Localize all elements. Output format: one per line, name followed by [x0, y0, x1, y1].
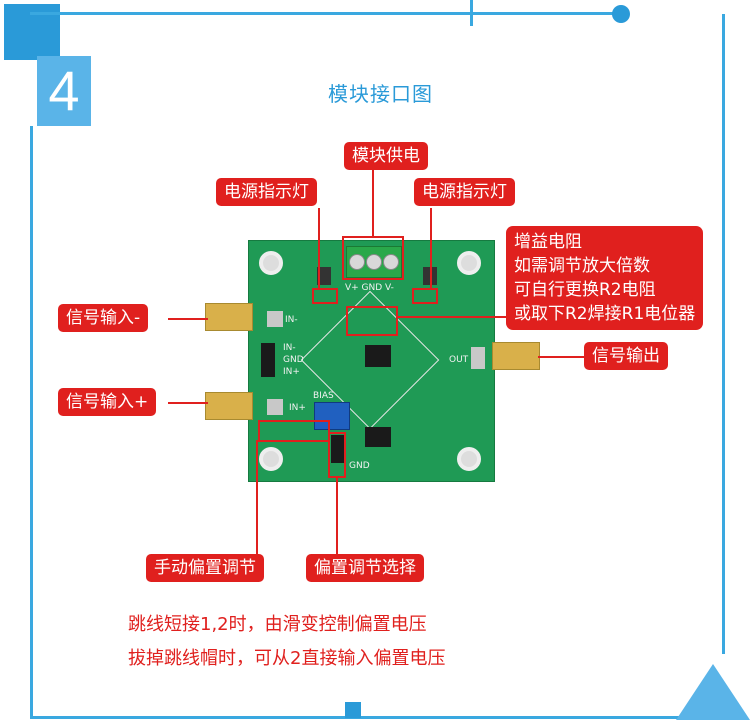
sma-in-plus [205, 392, 253, 420]
frame-top-tick [470, 0, 473, 26]
silk-in-minus: IN- [285, 315, 298, 325]
line-led-left [318, 208, 320, 290]
label-manual-bias: 手动偏置调节 [146, 554, 264, 582]
pin-header-in-plus [267, 399, 283, 415]
label-signal-in-minus: 信号输入- [58, 304, 149, 332]
silk-term: V+ GND V- [345, 283, 394, 293]
mount-hole-tl [259, 251, 283, 275]
line-gain-h [396, 316, 508, 318]
label-module-power: 模块供电 [344, 142, 428, 170]
frame-top-right-line [472, 12, 622, 15]
bias-potentiometer [314, 402, 350, 430]
frame-right-line [722, 14, 725, 654]
mount-hole-bl [259, 447, 283, 471]
silk-out: OUT [449, 355, 469, 365]
box-bias-jumper [328, 432, 346, 478]
label-power-led-right: 电源指示灯 [414, 178, 515, 206]
screw-3 [383, 254, 399, 270]
label-power-led-left: 电源指示灯 [216, 178, 317, 206]
silk-in-minus2: IN- [283, 343, 296, 353]
sma-out [492, 342, 540, 370]
frame-top-line [30, 12, 470, 15]
bottom-square [345, 702, 361, 718]
mount-hole-tr [457, 251, 481, 275]
gain-line-1: 增益电阻 [514, 232, 582, 252]
line-bias-select [336, 476, 338, 554]
silk-in-plus: IN+ [289, 403, 306, 413]
power-terminal [346, 246, 402, 278]
label-signal-in-plus: 信号输入+ [58, 388, 157, 416]
mount-hole-br [457, 447, 481, 471]
jumper-bottom [331, 435, 345, 463]
led-left [317, 267, 331, 285]
box-terminal [342, 236, 404, 280]
box-gain-resistor [346, 306, 398, 336]
note-1: 跳线短接1,2时，由滑变控制偏置电压 [128, 614, 427, 635]
line-led-right [430, 208, 432, 290]
label-signal-out: 信号输出 [584, 342, 668, 370]
screw-2 [366, 254, 382, 270]
jumper-left [261, 343, 275, 377]
line-out [538, 356, 588, 358]
silk-bias: BIAS [313, 391, 334, 401]
screw-1 [349, 254, 365, 270]
silk-gnd2: GND [349, 461, 370, 471]
bias-chip [365, 427, 391, 447]
gain-line-2: 如需调节放大倍数 [514, 256, 650, 276]
label-gain-resistor: 增益电阻 如需调节放大倍数 可自行更换R2电阻 或取下R2焊接R1电位器 [506, 226, 704, 330]
line-power [372, 170, 374, 238]
gain-line-3: 可自行更换R2电阻 [514, 280, 656, 300]
box-bias-pot [258, 420, 330, 442]
box-led-left [312, 288, 338, 304]
opamp-chip [365, 345, 391, 367]
pin-header-out [471, 347, 485, 369]
corner-triangle [676, 664, 750, 720]
pin-header-in-minus [267, 311, 283, 327]
box-led-right [412, 288, 438, 304]
frame-left-line [30, 126, 33, 716]
line-in-minus [168, 318, 208, 320]
page-title: 模块接口图 [328, 82, 433, 106]
line-manual-bias [256, 440, 258, 554]
silk-gnd: GND [283, 355, 304, 365]
top-dot [612, 5, 630, 23]
sma-in-minus [205, 303, 253, 331]
label-bias-select: 偏置调节选择 [306, 554, 424, 582]
silk-in-plus2: IN+ [283, 367, 300, 377]
section-number: 4 [37, 56, 91, 126]
line-in-plus [168, 402, 208, 404]
gain-line-4: 或取下R2焊接R1电位器 [514, 304, 696, 324]
note-2: 拔掉跳线帽时，可从2直接输入偏置电压 [128, 648, 446, 669]
